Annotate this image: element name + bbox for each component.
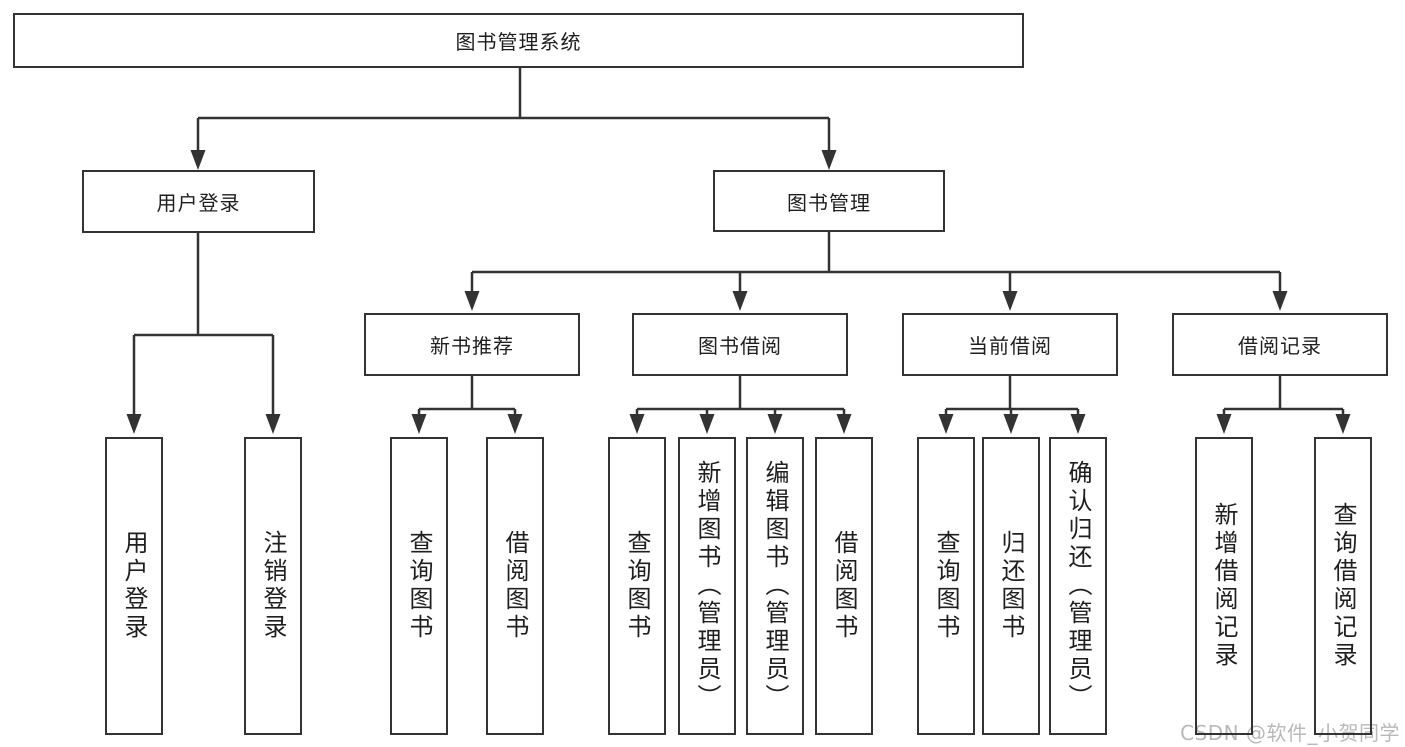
node-book-management: 图书管理 [713, 170, 945, 232]
arrowhead [190, 150, 837, 170]
leaf-add-borrow-record-label: 新增借阅记录 [1210, 502, 1238, 670]
leaf-query-books-recommend: 查询图书 [390, 437, 448, 735]
leaf-borrow-books-recommend: 借阅图书 [486, 437, 544, 735]
leaf-borrow-books-recommend-label: 借阅图书 [501, 530, 529, 642]
node-user-login-label: 用户登录 [156, 191, 241, 215]
leaf-confirm-return-admin: 确认归还（管理员） [1049, 437, 1107, 735]
node-new-book-recommend: 新书推荐 [364, 313, 580, 376]
leaf-return-book-label: 归还图书 [997, 530, 1025, 642]
node-current-borrow-label: 当前借阅 [968, 334, 1052, 358]
leaf-query-borrow-record: 查询借阅记录 [1314, 437, 1372, 735]
leaf-logout-label: 注销登录 [259, 530, 287, 642]
arrowhead [411, 414, 523, 434]
node-user-login: 用户登录 [82, 170, 315, 233]
leaf-return-book: 归还图书 [982, 437, 1040, 735]
leaf-edit-book-admin: 编辑图书（管理员） [746, 437, 804, 735]
leaf-add-book-admin-label: 新增图书（管理员） [693, 460, 721, 712]
connector-book-borrow-to-leaves [629, 376, 852, 434]
leaf-edit-book-admin-label: 编辑图书（管理员） [761, 460, 789, 712]
arrowhead [938, 414, 1086, 434]
leaf-query-books-current: 查询图书 [917, 437, 975, 735]
connector-new-book-to-leaves [411, 376, 523, 434]
csdn-watermark: CSDN @软件_小贺同学 [1180, 721, 1400, 745]
leaf-query-books-borrow: 查询图书 [608, 437, 666, 735]
arrowhead [629, 414, 852, 434]
leaf-add-borrow-record: 新增借阅记录 [1195, 437, 1253, 735]
node-new-book-recommend-label: 新书推荐 [430, 334, 514, 358]
node-book-borrow: 图书借阅 [632, 313, 848, 376]
leaf-query-books-current-label: 查询图书 [932, 530, 960, 642]
node-borrow-records-label: 借阅记录 [1238, 334, 1322, 358]
leaf-add-book-admin: 新增图书（管理员） [678, 437, 736, 735]
node-book-management-label: 图书管理 [787, 190, 871, 215]
leaf-borrow-books: 借阅图书 [815, 437, 873, 735]
leaf-query-borrow-record-label: 查询借阅记录 [1329, 502, 1357, 670]
leaf-query-books-borrow-label: 查询图书 [623, 530, 651, 642]
connector-borrow-records-to-leaves [1216, 376, 1351, 434]
connector-root-to-level2 [190, 68, 837, 170]
leaf-user-login: 用户登录 [105, 437, 163, 735]
node-library-system-label: 图书管理系统 [455, 30, 582, 54]
connector-current-borrow-to-leaves [938, 376, 1086, 434]
node-borrow-records: 借阅记录 [1172, 313, 1388, 376]
arrowhead [464, 291, 1288, 311]
leaf-borrow-books-label: 借阅图书 [830, 530, 858, 642]
node-library-system: 图书管理系统 [13, 13, 1024, 68]
leaf-query-books-recommend-label: 查询图书 [405, 530, 433, 642]
node-book-borrow-label: 图书借阅 [698, 334, 782, 358]
connector-user-login-to-leaves [126, 233, 281, 434]
leaf-logout: 注销登录 [244, 437, 302, 735]
arrowhead [1216, 414, 1351, 434]
leaf-confirm-return-admin-label: 确认归还（管理员） [1064, 460, 1092, 712]
arrowhead [126, 414, 281, 434]
leaf-user-login-label: 用户登录 [120, 530, 148, 642]
node-current-borrow: 当前借阅 [902, 313, 1118, 376]
connector-book-mgmt-to-level3 [464, 232, 1288, 311]
